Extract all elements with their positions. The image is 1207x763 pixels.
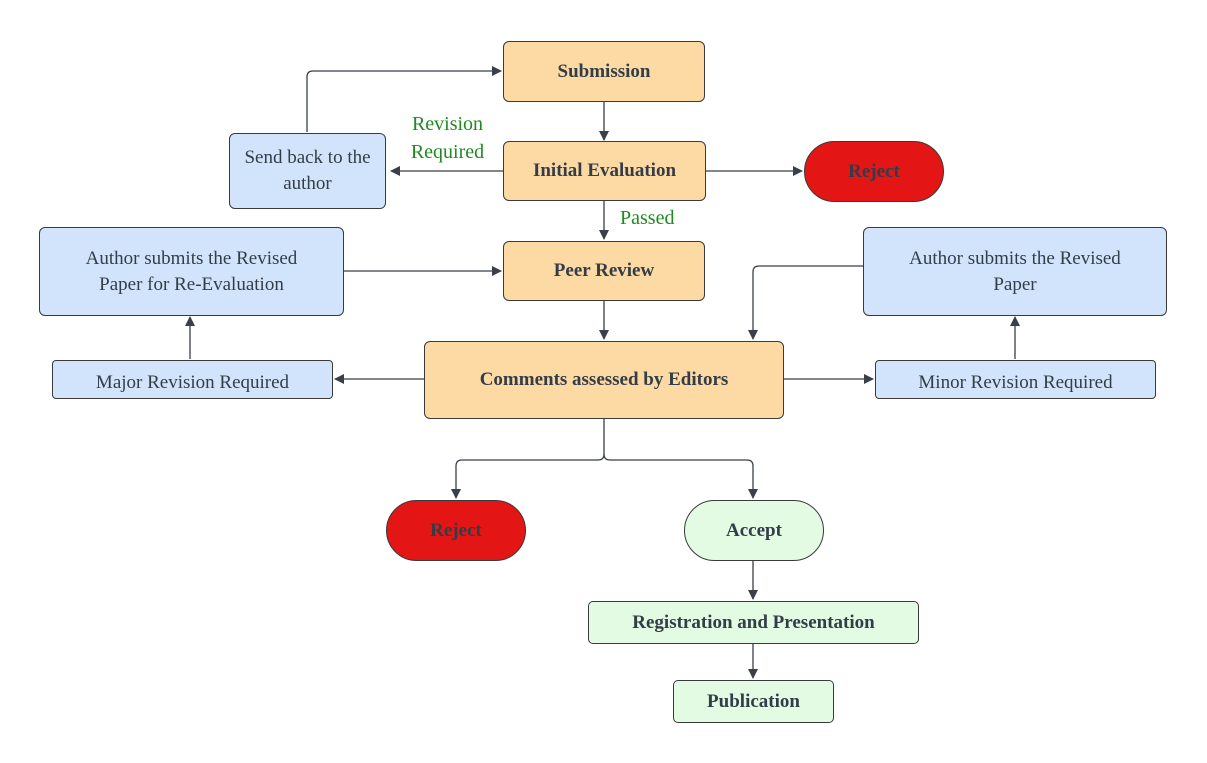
accept-node: Accept [684, 500, 824, 561]
author-revised-paper-node: Author submits the Revised Paper [863, 227, 1167, 316]
send-back-node: Send back to the author [229, 133, 386, 209]
passed-label: Passed [620, 207, 675, 229]
arrow-send-back-to-submission [306, 66, 502, 132]
submission-node: Submission [503, 41, 705, 102]
author-revised-reeval-node: Author submits the Revised Paper for Re-… [39, 227, 344, 316]
comments-assessed-node: Comments assessed by Editors [424, 341, 784, 419]
arrow-comments-to-accept [603, 453, 758, 499]
major-revision-node: Major Revision Required [52, 360, 333, 399]
reject-top-node: Reject [804, 141, 944, 202]
arrow-comments-to-reject [451, 418, 605, 499]
publication-node: Publication [673, 680, 834, 723]
revision-required-label: Revision Required [410, 113, 485, 163]
registration-node: Registration and Presentation [588, 601, 919, 644]
initial-evaluation-node: Initial Evaluation [503, 141, 706, 201]
peer-review-node: Peer Review [503, 241, 705, 301]
minor-revision-node: Minor Revision Required [875, 360, 1156, 399]
arrow-author-revised-paper-to-comments [748, 265, 863, 340]
reject-bottom-node: Reject [386, 500, 526, 561]
